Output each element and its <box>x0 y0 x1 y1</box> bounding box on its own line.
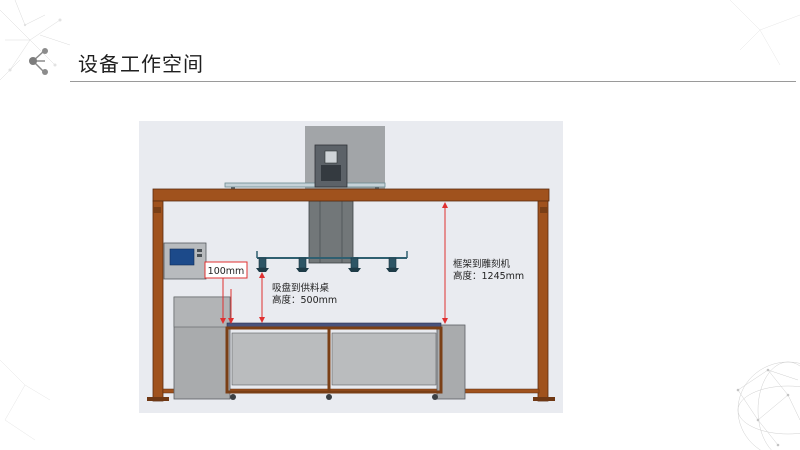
vertical-column <box>308 200 354 264</box>
dimension-100mm-label: 100mm <box>208 266 245 277</box>
frame-left-leg <box>152 200 164 402</box>
gantry-rail <box>224 182 386 188</box>
network-decoration-top-right <box>729 0 800 66</box>
network-decoration-top-left <box>0 0 71 81</box>
suction-height-label-line1: 吸盘到供料桌 <box>272 282 330 294</box>
equipment-workspace-diagram: 100mm 吸盘到供料桌 高度：500mm 框架到雕刻机 高度：1245mm <box>139 121 563 413</box>
suction-cups <box>258 257 397 269</box>
network-globe-decoration <box>736 361 800 450</box>
network-decoration-bottom-left <box>0 359 51 441</box>
frame-top-beam <box>152 188 550 202</box>
node-icon <box>29 57 37 65</box>
slide-title: 设备工作空间 <box>78 52 204 76</box>
dimension-100mm-box <box>204 261 248 279</box>
suction-height-label-line2: 高度：500mm <box>272 294 337 306</box>
title-divider <box>70 81 796 82</box>
frame-right-leg <box>537 200 549 402</box>
control-screen <box>169 248 195 266</box>
table-casters <box>230 394 438 400</box>
frame-height-label-line1: 框架到雕刻机 <box>453 258 511 270</box>
frame-height-label-line2: 高度：1245mm <box>453 270 524 282</box>
feed-table-frame <box>225 326 443 394</box>
